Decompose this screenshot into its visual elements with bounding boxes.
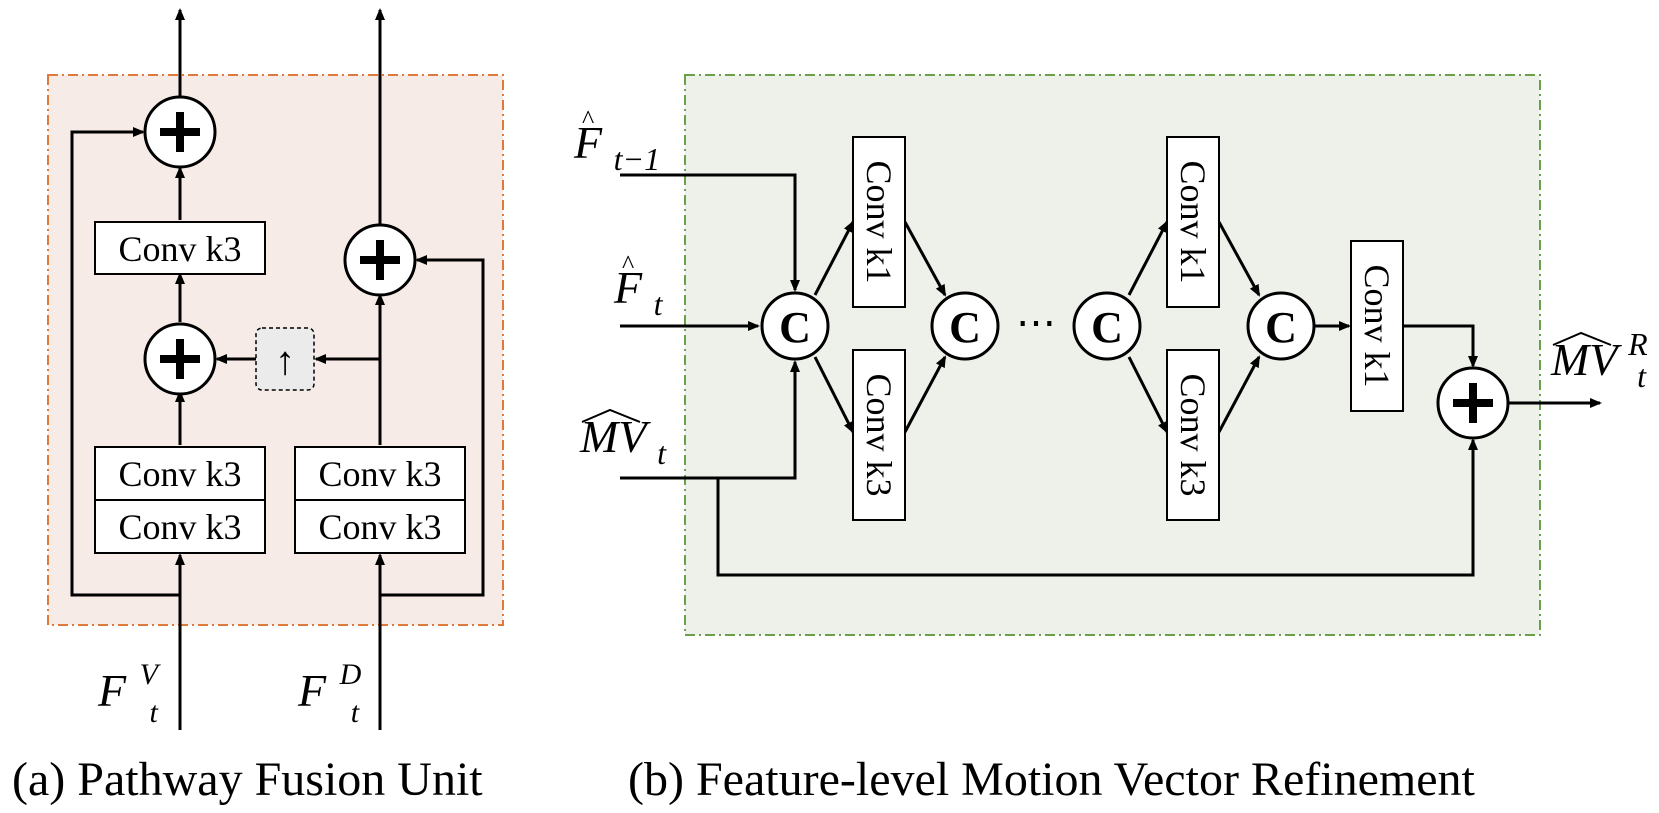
concat-node-3: C [1072, 291, 1142, 361]
panel-b-caption: (b) Feature-level Motion Vector Refineme… [628, 753, 1476, 806]
panel-a-caption: (a) Pathway Fusion Unit [12, 753, 483, 806]
input-label-f-d: F D t [297, 643, 373, 729]
panel-a-left-conv-upper-label: Conv k3 [118, 454, 241, 494]
conv-k1-box-a [852, 136, 906, 308]
conv-k1-box-b [1166, 136, 1220, 308]
ellipsis: ⋯ [1016, 300, 1056, 345]
concat-node-2-label: C [949, 303, 981, 352]
concat-node-1: C [760, 291, 830, 361]
input-label-f-hat-t-minus-1: F t−1 ^ [573, 105, 660, 177]
conv-k1-final-box [1350, 240, 1404, 412]
conv-k3-label-b: Conv k3 [1173, 373, 1213, 496]
input-label-f-v: F V t [97, 643, 169, 729]
panel-a-conv-top-label: Conv k3 [118, 229, 241, 269]
svg-text:F t−1: F t−1 [573, 117, 660, 177]
concat-node-4-label: C [1265, 303, 1297, 352]
panel-a-conv-top-box [94, 221, 266, 275]
conv-k3-label-a: Conv k3 [859, 373, 899, 496]
panel-b-wires [620, 173, 1602, 577]
output-label-mv-hat-t-r: MV R t [1550, 314, 1659, 394]
concat-node-1-label: C [779, 303, 811, 352]
panel-a-left-conv-lower-label: Conv k3 [118, 507, 241, 547]
input-label-mv-hat-t: MV t [579, 408, 667, 471]
panel-a-right-add-node [343, 223, 417, 297]
concat-node-2: C [930, 291, 1000, 361]
concat-node-3-label: C [1091, 303, 1123, 352]
panel-a-right-conv-upper-label: Conv k3 [318, 454, 441, 494]
wide-hat-accent-mv-t [581, 408, 641, 423]
upsample-box [255, 327, 315, 391]
conv-k1-label-a: Conv k1 [859, 160, 899, 283]
panel-a-middle-add-node [143, 322, 217, 396]
conv-k3-box-b [1166, 349, 1220, 521]
svg-text:MV t: MV t [579, 411, 667, 471]
panel-a-top-add-node [143, 95, 217, 169]
panel-a-right-conv-lower-label: Conv k3 [318, 507, 441, 547]
wide-hat-accent-output [1552, 331, 1612, 346]
conv-k1-final-label: Conv k1 [1357, 264, 1397, 387]
input-label-f-hat-t: F t ^ [613, 250, 664, 322]
final-add-node [1436, 366, 1510, 440]
svg-text:F t: F t [613, 262, 664, 322]
concat-node-4: C [1246, 291, 1316, 361]
conv-k3-box-a [852, 349, 906, 521]
conv-k1-label-b: Conv k1 [1173, 160, 1213, 283]
hat-accent-f-t-minus-1: ^ [582, 105, 594, 134]
upsample-icon: ↑ [275, 338, 295, 383]
hat-accent-f-t: ^ [622, 250, 634, 279]
svg-text:MV R t: MV R t [1550, 314, 1659, 394]
